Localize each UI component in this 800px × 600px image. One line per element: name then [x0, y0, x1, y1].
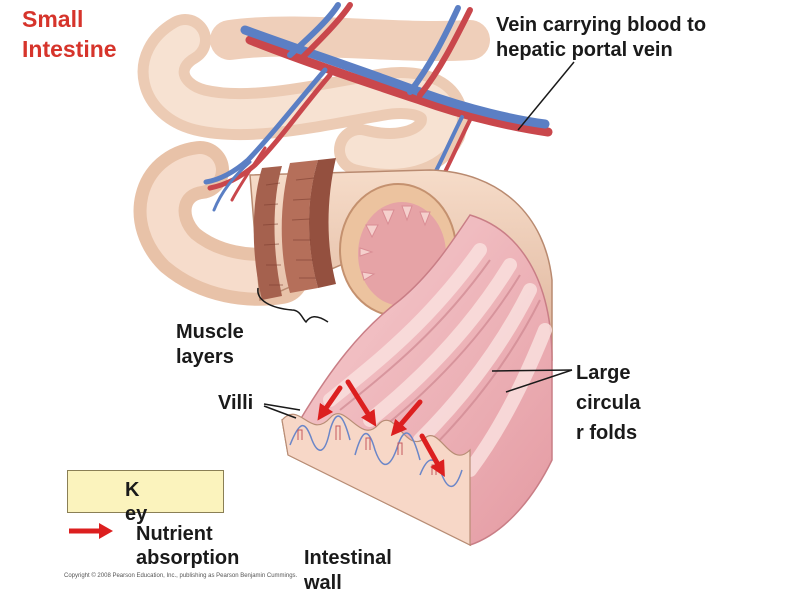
key-item-label: Nutrient absorption — [136, 523, 240, 569]
muscle-layers-bracket — [257, 287, 329, 324]
folds-leader-line-1 — [491, 369, 573, 372]
folds-leader-line-2 — [505, 369, 573, 393]
leader-lines — [257, 61, 575, 419]
villi-leader-line-2 — [263, 405, 297, 419]
blood-vessels — [203, 2, 553, 228]
absorption-arrow-4 — [419, 433, 445, 477]
red-arrow-icon — [69, 523, 113, 539]
muscle-layers-label: Muscle layers — [176, 321, 244, 368]
mucosa-surface — [281, 214, 553, 547]
intestinal-wall-label: Intestinal wall — [304, 547, 392, 594]
villi-label: Villi — [218, 392, 254, 414]
key-title: Key — [125, 479, 148, 525]
page-title: Small Intestine — [22, 6, 117, 62]
absorption-arrow-3 — [390, 399, 423, 437]
villi-leader-line-1 — [263, 403, 301, 411]
copyright-notice: Copyright © 2008 Pearson Education, Inc.… — [64, 573, 298, 579]
absorption-arrow-1 — [317, 385, 343, 421]
vein-leader-line — [517, 61, 575, 131]
vein-label: Vein carrying blood to hepatic portal ve… — [496, 14, 707, 61]
large-circular-folds-label: Large circular folds — [576, 362, 641, 444]
absorption-arrow-2 — [345, 379, 377, 427]
absorption-arrows — [317, 379, 445, 477]
key-box — [67, 470, 224, 513]
